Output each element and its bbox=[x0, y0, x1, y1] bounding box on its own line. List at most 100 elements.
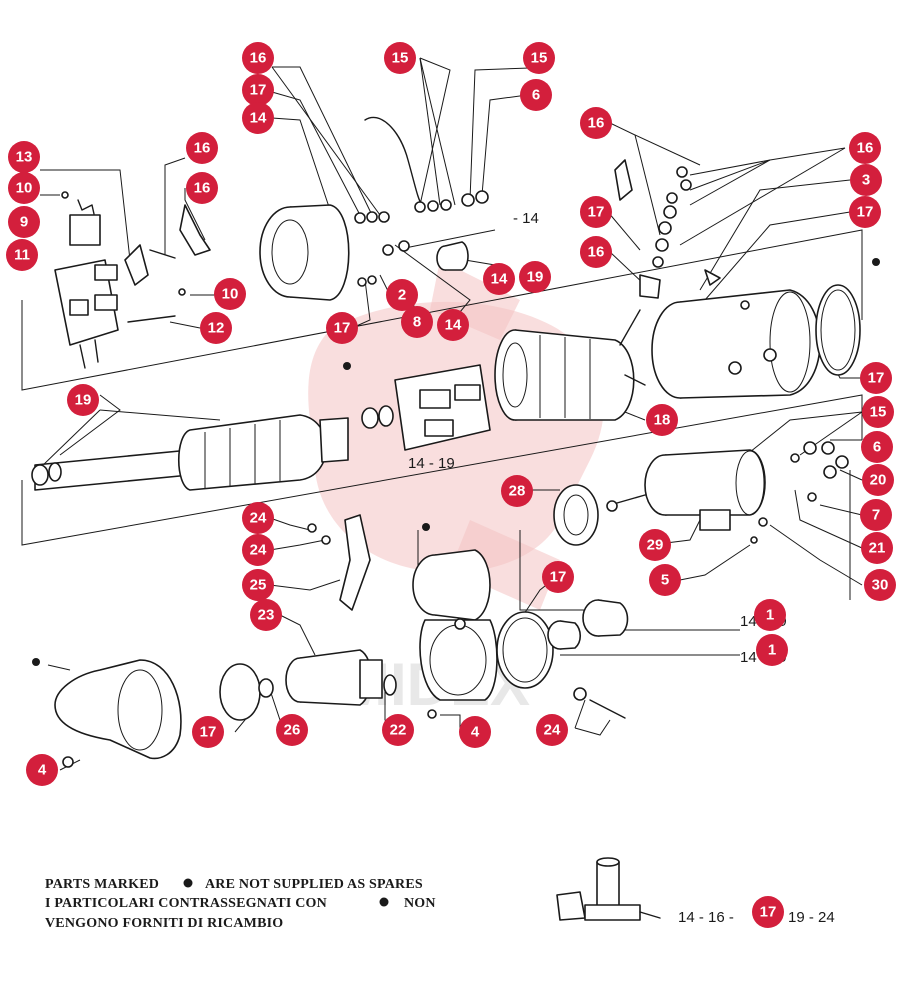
svg-text:24: 24 bbox=[544, 722, 561, 739]
part-badge[interactable]: 24 bbox=[242, 502, 274, 534]
part-badge[interactable]: 2 bbox=[386, 279, 418, 311]
part-badge[interactable]: 17 bbox=[242, 74, 274, 106]
part-badge[interactable]: 23 bbox=[250, 599, 282, 631]
brush-holder-plate bbox=[54, 191, 211, 369]
svg-text:26: 26 bbox=[284, 722, 301, 739]
svg-text:1: 1 bbox=[766, 607, 774, 624]
part-badge[interactable]: 26 bbox=[276, 714, 308, 746]
svg-text:10: 10 bbox=[16, 180, 33, 197]
part-badge[interactable]: 19 bbox=[519, 261, 551, 293]
part-badge[interactable]: 4 bbox=[26, 754, 58, 786]
part-badge[interactable]: 3 bbox=[850, 164, 882, 196]
part-badge[interactable]: 1 bbox=[754, 599, 786, 631]
part-badge[interactable]: 1 bbox=[756, 634, 788, 666]
svg-text:3: 3 bbox=[862, 172, 870, 189]
legend-line1-before: PARTS MARKED bbox=[45, 877, 159, 892]
nose-housing bbox=[54, 659, 182, 768]
svg-text:16: 16 bbox=[588, 115, 605, 132]
parts-drawings bbox=[31, 116, 861, 921]
part-badge[interactable]: 11 bbox=[6, 239, 38, 271]
part-badge[interactable]: 9 bbox=[8, 206, 40, 238]
marker-dot bbox=[32, 658, 40, 666]
marker-dot bbox=[872, 258, 880, 266]
bushing bbox=[436, 241, 469, 271]
svg-text:14: 14 bbox=[445, 317, 462, 334]
svg-text:25: 25 bbox=[250, 577, 267, 594]
part-badge[interactable]: 8 bbox=[401, 306, 433, 338]
part-badge[interactable]: 16 bbox=[242, 42, 274, 74]
part-badge[interactable]: 4 bbox=[459, 716, 491, 748]
part-badge[interactable]: 17 bbox=[192, 716, 224, 748]
brush-cover-ring bbox=[259, 204, 350, 301]
part-badge[interactable]: 5 bbox=[649, 564, 681, 596]
svg-text:16: 16 bbox=[857, 140, 874, 157]
part-badge[interactable]: 17 bbox=[580, 196, 612, 228]
field-coil bbox=[494, 309, 646, 421]
svg-text:16: 16 bbox=[194, 180, 211, 197]
part-badge[interactable]: 15 bbox=[384, 42, 416, 74]
svg-text:16: 16 bbox=[588, 244, 605, 261]
svg-text:17: 17 bbox=[250, 82, 267, 99]
part-badge[interactable]: 16 bbox=[186, 132, 218, 164]
part-badge[interactable]: 22 bbox=[382, 714, 414, 746]
part-badge[interactable]: 17 bbox=[860, 362, 892, 394]
svg-text:16: 16 bbox=[250, 50, 267, 67]
svg-text:6: 6 bbox=[532, 87, 540, 104]
part-badge[interactable]: 18 bbox=[646, 404, 678, 436]
part-badge[interactable]: 16 bbox=[580, 236, 612, 268]
part-badge[interactable]: 17 bbox=[752, 896, 784, 928]
svg-text:19: 19 bbox=[75, 392, 92, 409]
part-badge[interactable]: 29 bbox=[639, 529, 671, 561]
solenoid bbox=[606, 441, 849, 544]
part-badge[interactable]: 10 bbox=[214, 278, 246, 310]
legend-line1-after: ARE NOT SUPPLIED AS SPARES bbox=[205, 877, 423, 892]
svg-text:15: 15 bbox=[531, 50, 548, 67]
part-badge[interactable]: 15 bbox=[862, 396, 894, 428]
svg-text:23: 23 bbox=[258, 607, 275, 624]
part-badge[interactable]: 15 bbox=[523, 42, 555, 74]
part-badge[interactable]: 14 bbox=[483, 263, 515, 295]
part-badge[interactable]: 6 bbox=[520, 79, 552, 111]
seal-ring bbox=[553, 484, 599, 546]
armature bbox=[31, 405, 394, 491]
svg-text:13: 13 bbox=[16, 149, 33, 166]
svg-text:17: 17 bbox=[868, 370, 885, 387]
svg-text:24: 24 bbox=[250, 510, 267, 527]
part-badge[interactable]: 17 bbox=[326, 312, 358, 344]
svg-text:30: 30 bbox=[872, 577, 889, 594]
svg-text:4: 4 bbox=[471, 724, 480, 741]
part-badge[interactable]: 14 bbox=[242, 102, 274, 134]
svg-text:15: 15 bbox=[870, 404, 887, 421]
part-badge[interactable]: 17 bbox=[849, 196, 881, 228]
svg-text:5: 5 bbox=[661, 572, 669, 589]
part-badge[interactable]: 24 bbox=[242, 534, 274, 566]
svg-text:17: 17 bbox=[760, 904, 777, 921]
not-supplied-markers bbox=[32, 258, 880, 666]
label-range-14: - 14 bbox=[513, 210, 539, 227]
svg-text:1: 1 bbox=[768, 642, 776, 659]
part-badge[interactable]: 14 bbox=[437, 309, 469, 341]
part-badge[interactable]: 30 bbox=[864, 569, 896, 601]
part-badge[interactable]: 6 bbox=[861, 431, 893, 463]
svg-text:18: 18 bbox=[654, 412, 671, 429]
svg-text:2: 2 bbox=[398, 287, 406, 304]
part-badge[interactable]: 13 bbox=[8, 141, 40, 173]
legend-line3: VENGONO FORNITI DI RICAMBIO bbox=[45, 916, 283, 931]
pinion-drive bbox=[219, 649, 397, 721]
brush-housing bbox=[394, 364, 491, 451]
part-badge[interactable]: 10 bbox=[8, 172, 40, 204]
part-badge[interactable]: 12 bbox=[200, 312, 232, 344]
part-badge[interactable]: 21 bbox=[861, 532, 893, 564]
svg-text:17: 17 bbox=[200, 724, 217, 741]
part-badge[interactable]: 7 bbox=[860, 499, 892, 531]
part-badge[interactable]: 19 bbox=[67, 384, 99, 416]
part-badge[interactable]: 20 bbox=[862, 464, 894, 496]
part-badge[interactable]: 16 bbox=[849, 132, 881, 164]
part-badge[interactable]: 28 bbox=[501, 475, 533, 507]
part-badge[interactable]: 17 bbox=[542, 561, 574, 593]
part-badge[interactable]: 25 bbox=[242, 569, 274, 601]
part-badge[interactable]: 16 bbox=[580, 107, 612, 139]
legend-dot bbox=[183, 878, 193, 888]
part-badge[interactable]: 16 bbox=[186, 172, 218, 204]
part-badge[interactable]: 24 bbox=[536, 714, 568, 746]
